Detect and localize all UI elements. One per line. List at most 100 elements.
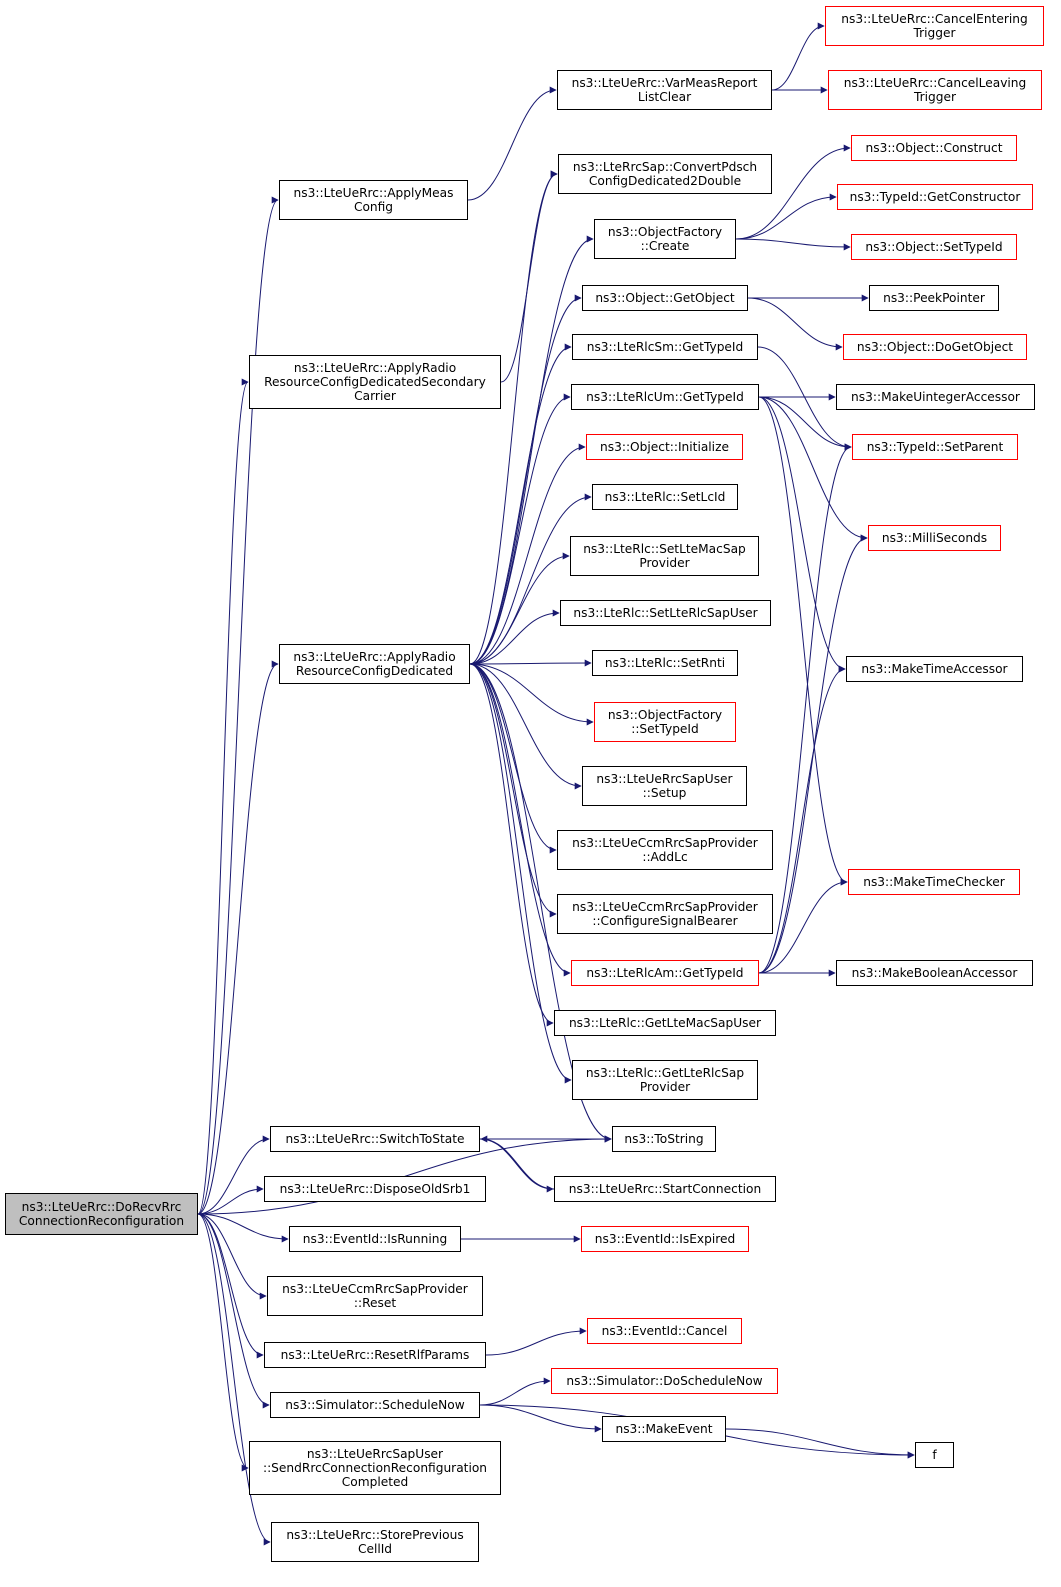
node-milli[interactable]: ns3::MilliSeconds [868,525,1001,551]
edge-ofCreate-to-getConstructor [735,193,837,240]
edge-applyDed-to-rlcUm [469,393,571,665]
node-rlcSm[interactable]: ns3::LteRlcSm::GetTypeId [572,334,758,360]
node-label-line: ns3::LteUeRrc::ApplyMeas [293,186,454,200]
node-label-line: ns3::MakeEvent [615,1422,713,1436]
node-label-line: ns3::Object::Construct [865,141,1003,155]
node-label-line: ns3::LteUeCcmRrcSapProvider [572,836,758,850]
node-switchState[interactable]: ns3::LteUeRrc::SwitchToState [270,1126,480,1152]
node-objInit[interactable]: ns3::Object::Initialize [586,434,743,460]
edge-root-to-sendCompleted [197,1213,249,1472]
node-eventCancel[interactable]: ns3::EventId::Cancel [587,1318,742,1344]
edge-rlcUm-to-makeTimeChk [758,396,848,886]
node-schedNow[interactable]: ns3::Simulator::ScheduleNow [270,1392,480,1418]
edge-applyDed-to-setMacSap [469,552,570,665]
node-setTypeIdObj[interactable]: ns3::Object::SetTypeId [851,234,1017,260]
node-makeUint[interactable]: ns3::MakeUintegerAccessor [836,384,1035,410]
node-label-line: ns3::MakeBooleanAccessor [851,966,1018,980]
node-rlcUm[interactable]: ns3::LteRlcUm::GetTypeId [571,384,759,410]
node-setRnti[interactable]: ns3::LteRlc::SetRnti [592,650,738,676]
node-label-line: ns3::LteUeRrcSapUser [596,772,733,786]
node-isRunning[interactable]: ns3::EventId::IsRunning [289,1226,461,1252]
node-label-line: ns3::Simulator::ScheduleNow [285,1398,465,1412]
node-label-line: ns3::LteUeRrc::ApplyRadio [293,650,456,664]
node-toString[interactable]: ns3::ToString [612,1126,716,1152]
node-ofSetTypeId[interactable]: ns3::ObjectFactory::SetTypeId [594,702,736,742]
edge-getObject-to-doGetObject [747,297,843,351]
node-label-line: ns3::ObjectFactory [607,225,723,239]
node-label-line: Trigger [913,90,957,104]
node-label-line: ns3::LteRlc::GetLteMacSapUser [568,1016,762,1030]
node-label-line: f [932,1448,937,1462]
edge-applyDed-to-rlcSm [469,343,572,665]
node-label-line: ns3::ObjectFactory [607,708,723,722]
edge-applyDed-to-addLc [469,663,557,854]
node-cfgSignal[interactable]: ns3::LteUeCcmRrcSapProvider::ConfigureSi… [557,894,773,934]
node-setRlcSapUser[interactable]: ns3::LteRlc::SetLteRlcSapUser [560,600,771,626]
edge-applyMeas-to-varMeas [467,86,557,201]
node-label-line: ns3::LteUeRrc::SwitchToState [285,1132,465,1146]
node-label-line: ns3::MilliSeconds [881,531,988,545]
node-label-line: ns3::TypeId::GetConstructor [849,190,1021,204]
node-makeBool[interactable]: ns3::MakeBooleanAccessor [836,960,1033,986]
node-getMacSap[interactable]: ns3::LteRlc::GetLteMacSapUser [554,1010,776,1036]
node-sendCompleted[interactable]: ns3::LteUeRrcSapUser::SendRrcConnectionR… [249,1441,501,1495]
node-getObject[interactable]: ns3::Object::GetObject [582,285,748,311]
node-disposeSrb1[interactable]: ns3::LteUeRrc::DisposeOldSrb1 [264,1176,486,1202]
node-getConstructor[interactable]: ns3::TypeId::GetConstructor [837,184,1033,210]
node-label-line: ::SendRrcConnectionReconfiguration [262,1461,488,1475]
node-label-line: ResourceConfigDedicated [295,664,454,678]
node-resetRlf[interactable]: ns3::LteUeRrc::ResetRlfParams [264,1342,486,1368]
node-label-line: ns3::Simulator::DoScheduleNow [566,1374,763,1388]
edge-root-to-disposeSrb1 [197,1185,264,1215]
node-ccmReset[interactable]: ns3::LteUeCcmRrcSapProvider::Reset [267,1276,483,1316]
node-peekPointer[interactable]: ns3::PeekPointer [869,285,999,311]
node-makeTimeChk[interactable]: ns3::MakeTimeChecker [848,869,1020,895]
node-label-line: ns3::LteUeRrc::ResetRlfParams [280,1348,470,1362]
node-addLc[interactable]: ns3::LteUeCcmRrcSapProvider::AddLc [557,830,773,870]
node-label-line: ConnectionReconfiguration [18,1214,185,1228]
edge-root-to-applySec [197,378,249,1215]
node-doGetObject[interactable]: ns3::Object::DoGetObject [843,334,1027,360]
node-startConn[interactable]: ns3::LteUeRrc::StartConnection [554,1176,776,1202]
node-label-line: ns3::Object::Initialize [600,440,729,454]
edge-ofCreate-to-setTypeIdObj [735,238,851,251]
edge-varMeas-to-cancelEnter [771,22,825,91]
node-label-line: ns3::ToString [624,1132,704,1146]
node-label-line: ns3::LteUeRrcSapUser [306,1447,444,1461]
node-f[interactable]: f [915,1442,954,1468]
node-doSchedNow[interactable]: ns3::Simulator::DoScheduleNow [551,1368,778,1394]
node-label-line: ns3::LteUeRrc::StartConnection [568,1182,762,1196]
edge-resetRlf-to-eventCancel [485,1327,587,1356]
edge-root-to-isRunning [197,1213,289,1243]
node-makeTimeAcc[interactable]: ns3::MakeTimeAccessor [846,656,1023,682]
node-ofCreate[interactable]: ns3::ObjectFactory::Create [594,219,736,259]
node-rlcAm[interactable]: ns3::LteRlcAm::GetTypeId [571,960,759,986]
edge-applyDed-to-sapSetup [469,663,582,790]
node-label-line: ConfigDedicated2Double [588,174,742,188]
edge-applyDed-to-objInit [469,443,586,665]
node-makeEvent[interactable]: ns3::MakeEvent [602,1416,726,1442]
edge-applyDed-to-getObject [469,294,582,665]
node-label-line: ns3::LteRrcSap::ConvertPdsch [572,160,758,174]
edge-rlcUm-to-setParent [758,396,852,451]
node-objConstruct[interactable]: ns3::Object::Construct [851,135,1017,161]
node-label-line: ::AddLc [642,850,688,864]
node-label-line: ns3::EventId::Cancel [601,1324,728,1338]
edge-root-to-applyMeas [197,196,279,1215]
node-isExpired[interactable]: ns3::EventId::IsExpired [581,1226,749,1252]
node-setParent[interactable]: ns3::TypeId::SetParent [852,434,1018,460]
node-label-line: ns3::LteUeRrc::StorePrevious [286,1528,464,1542]
edge-rlcUm-to-makeTimeAcc [758,396,846,673]
node-setLcId[interactable]: ns3::LteRlc::SetLcId [592,484,738,510]
node-sapSetup[interactable]: ns3::LteUeRrcSapUser::Setup [582,766,747,806]
